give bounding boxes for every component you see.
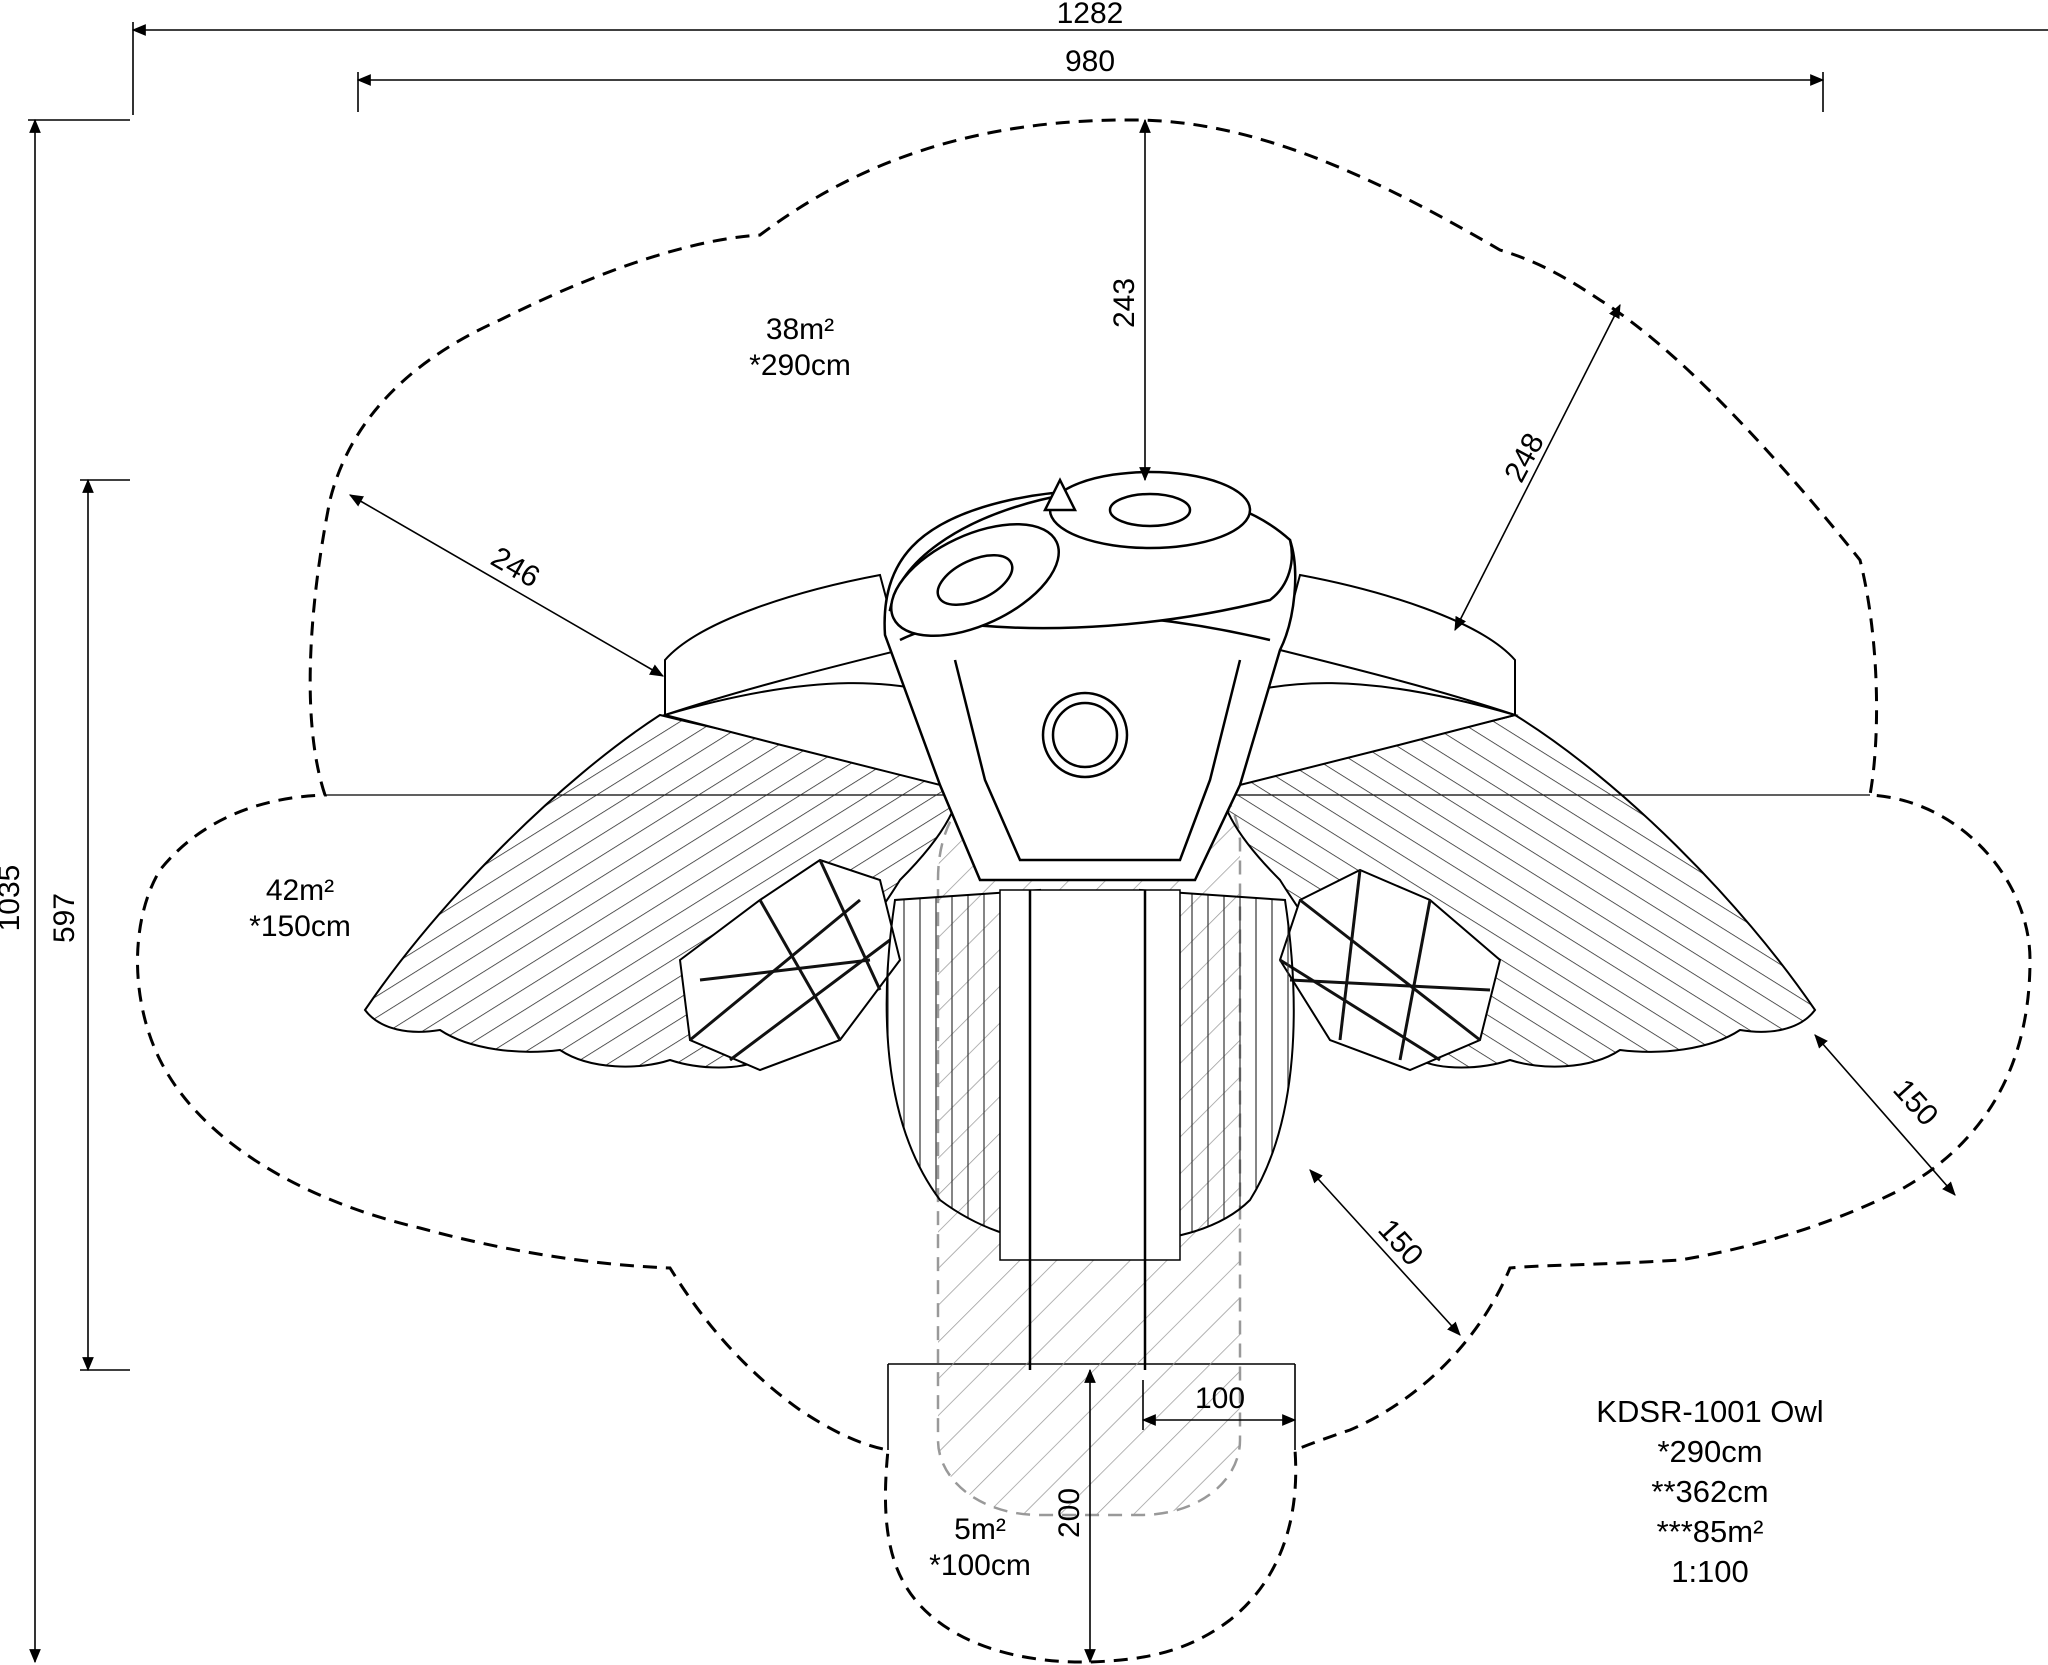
- model-scale: 1:100: [1671, 1554, 1749, 1589]
- safety-zone-outline: [136, 118, 2032, 1664]
- model-height: *290cm: [1657, 1434, 1763, 1469]
- zone-wings-height: *150cm: [249, 910, 351, 943]
- dim-inner-height: 597: [48, 892, 81, 944]
- dimension-lines: [28, 22, 2048, 1664]
- zone-top-area: 38m²: [765, 313, 835, 346]
- left-wing: [363, 713, 962, 1072]
- zone-top-height: *290cm: [749, 349, 851, 382]
- dim-overall-height: 1035: [0, 864, 26, 932]
- right-wing: [1218, 713, 1817, 1072]
- title-block: KDSR-1001 Owl *290cm **362cm ***85m² 1:1…: [1500, 1392, 1920, 1592]
- model-free-fall: **362cm: [1651, 1474, 1769, 1509]
- model-total-area: ***85m²: [1656, 1514, 1764, 1549]
- zone-wings-label: 42m² *150cm: [220, 873, 380, 945]
- model-name: KDSR-1001 Owl: [1596, 1394, 1824, 1429]
- zone-slide-exit-height: *100cm: [929, 1549, 1031, 1582]
- zone-top-label: 38m² *290cm: [720, 312, 880, 384]
- upper-roof-right: [1219, 573, 1519, 792]
- slide-poles: [1028, 890, 1147, 1370]
- dim-slide-exit-width: 100: [1194, 1382, 1246, 1415]
- zone-slide-exit-area: 5m²: [954, 1513, 1006, 1546]
- zone-slide-exit-label: 5m² *100cm: [900, 1512, 1060, 1584]
- dim-top-clearance: 243: [1108, 277, 1141, 329]
- zone-wings-area: 42m²: [265, 874, 335, 907]
- porthole-window: [1041, 691, 1129, 779]
- dim-inner-width: 980: [1064, 45, 1116, 78]
- dim-overall-width: 1282: [1056, 0, 1124, 30]
- owl-head: [888, 470, 1294, 638]
- tail-feathers: [885, 888, 1295, 1261]
